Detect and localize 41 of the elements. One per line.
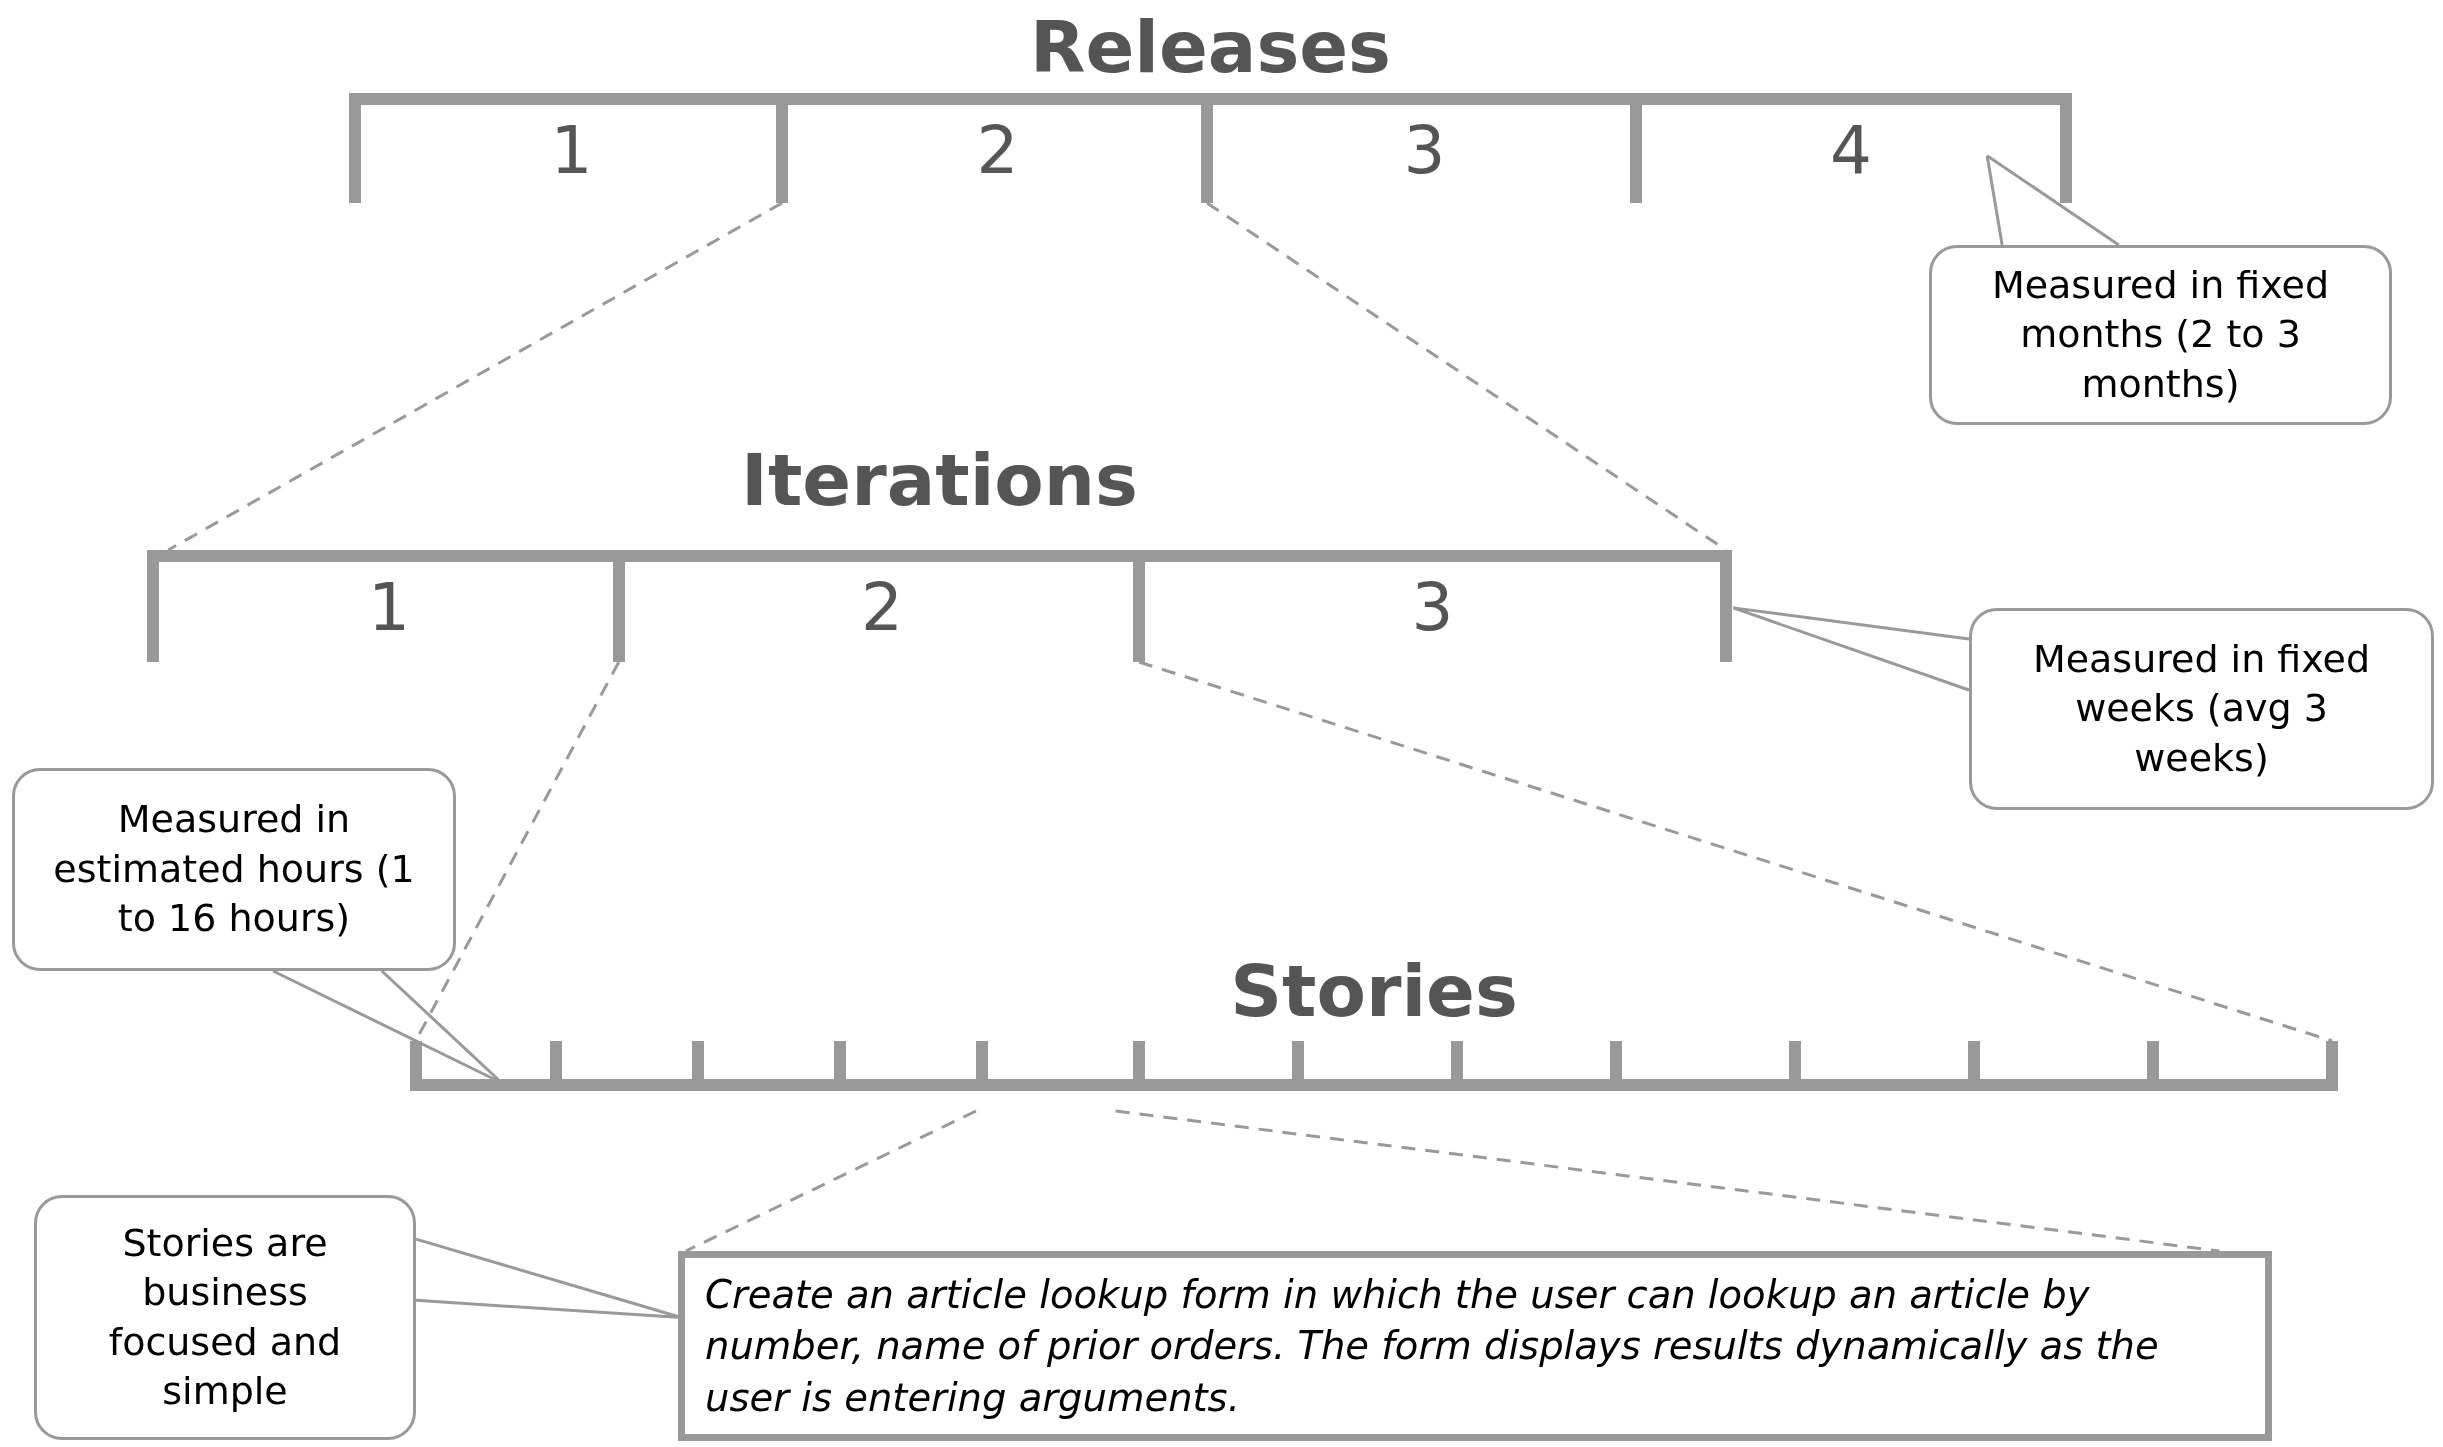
story-cell: [1789, 1041, 1968, 1091]
callout-text: Measured in fixed months (2 to 3 months): [1990, 261, 2331, 408]
story-cell: [1292, 1041, 1451, 1091]
speech-bubble: [1929, 245, 2392, 425]
zoom-line: [1206, 201, 1727, 552]
story-cell: [834, 1041, 976, 1091]
zoom-line: [1138, 660, 2333, 1043]
story-cell: [1610, 1041, 1789, 1091]
zoom-line: [1115, 1109, 2220, 1253]
story-box: [678, 1251, 2272, 1441]
segment-number: 2: [976, 111, 1019, 191]
story-cell: [1451, 1041, 1610, 1091]
story-cell: [692, 1041, 834, 1091]
segment-number: 2: [861, 568, 903, 648]
zoom-line: [167, 201, 783, 552]
timeline-title: Stories: [1230, 948, 1518, 1033]
callout-text: Measured in estimated hours (1 to 16 hours): [52, 796, 416, 943]
story-cell: [1968, 1041, 2147, 1091]
callout-pointer: [1731, 606, 1971, 692]
callout-text: Stories are business focused and simple: [107, 1219, 343, 1415]
story-cell: [410, 1041, 550, 1091]
story-text: Create an article lookup form in which the user can lookup an article by number, name of prior orders. The form displays results dynamically as the user is entering arguments.: [705, 1271, 2160, 1422]
segment-number: 1: [368, 568, 410, 648]
segment-number: 1: [550, 111, 593, 191]
speech-bubble: [34, 1195, 416, 1440]
segment-number: 4: [1830, 111, 1872, 191]
zoom-line: [685, 1109, 977, 1253]
story-cell: [1133, 1041, 1292, 1091]
segment-number: 3: [1403, 111, 1446, 191]
story-cell: [2147, 1041, 2338, 1091]
segment-number: 3: [1411, 568, 1454, 648]
callout-text: Measured in fixed weeks (avg 3 weeks): [2031, 635, 2372, 782]
story-cell: [976, 1041, 1133, 1091]
speech-bubble: [1969, 608, 2434, 810]
callout-pointer: [1985, 154, 2121, 247]
timeline-segment: [1133, 550, 1732, 662]
story-cell: [550, 1041, 692, 1091]
speech-bubble: [12, 768, 456, 971]
timeline-title: Releases: [1030, 4, 1391, 89]
timeline-segment: [1630, 93, 2072, 203]
timeline-title: Iterations: [741, 438, 1138, 522]
